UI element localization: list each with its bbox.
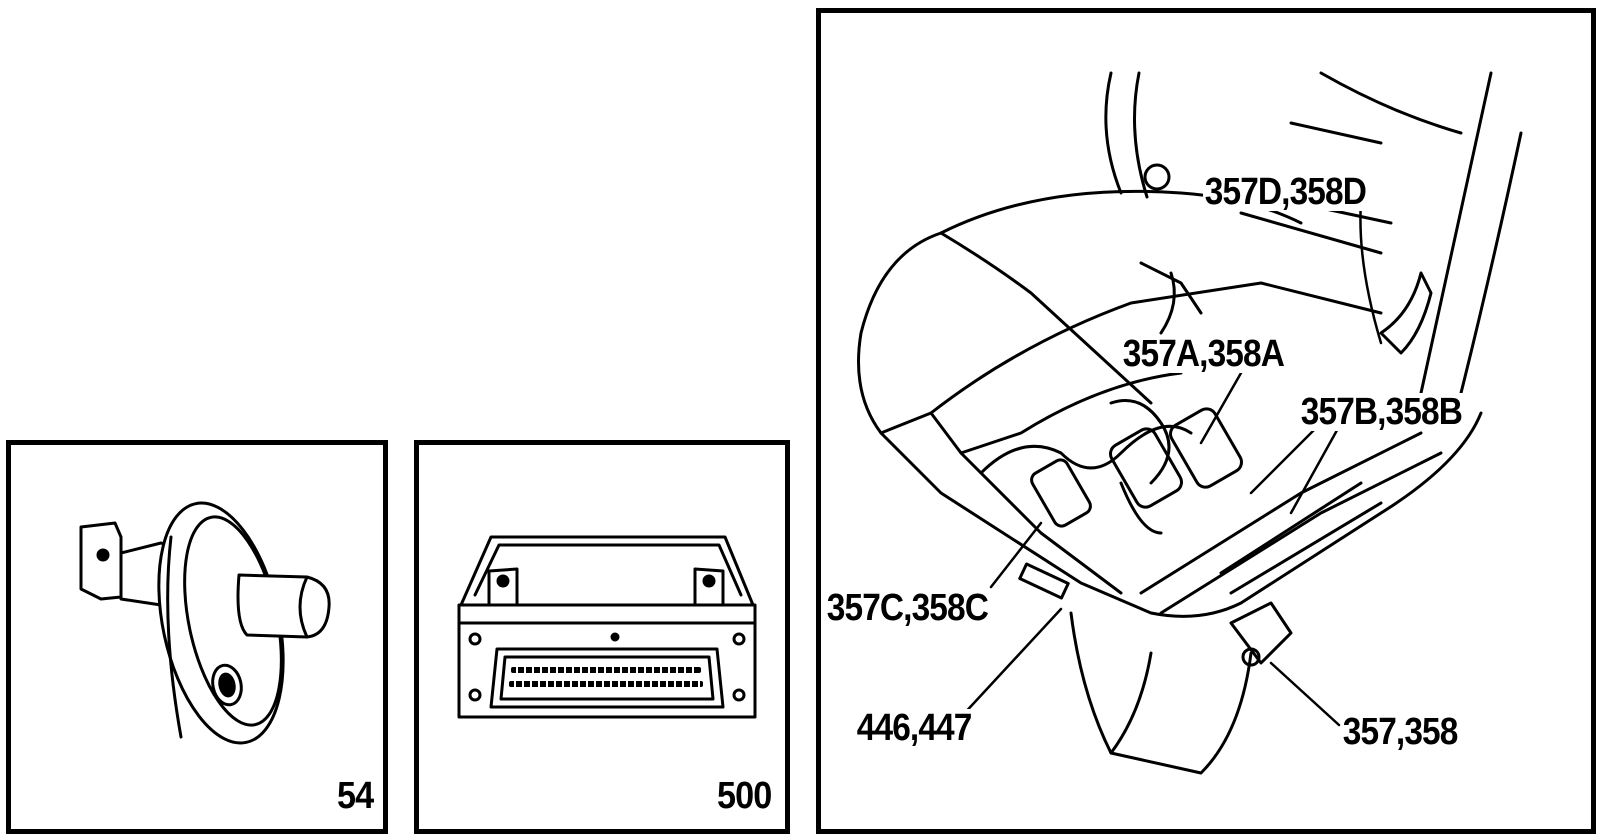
callout-357c-358c: 357C,358C bbox=[825, 587, 990, 629]
callout-357b-358b: 357B,358B bbox=[1299, 391, 1464, 433]
reference-number-500: 500 bbox=[716, 775, 772, 817]
door-contact-switch-icon bbox=[79, 501, 331, 745]
callout-446-447: 446,447 bbox=[855, 707, 974, 749]
panel-module-500: 500 bbox=[414, 440, 790, 834]
reference-number-54: 54 bbox=[336, 775, 374, 817]
panel-switch-54: 54 bbox=[6, 440, 388, 834]
panel-seat-wiring: 357D,358D 357A,358A 357B,358B 357C,358C … bbox=[816, 8, 1596, 834]
callout-357a-358a: 357A,358A bbox=[1121, 333, 1286, 375]
callout-357d-358d: 357D,358D bbox=[1203, 171, 1368, 213]
callout-357-358: 357,358 bbox=[1341, 711, 1460, 753]
control-module-icon bbox=[457, 535, 757, 719]
